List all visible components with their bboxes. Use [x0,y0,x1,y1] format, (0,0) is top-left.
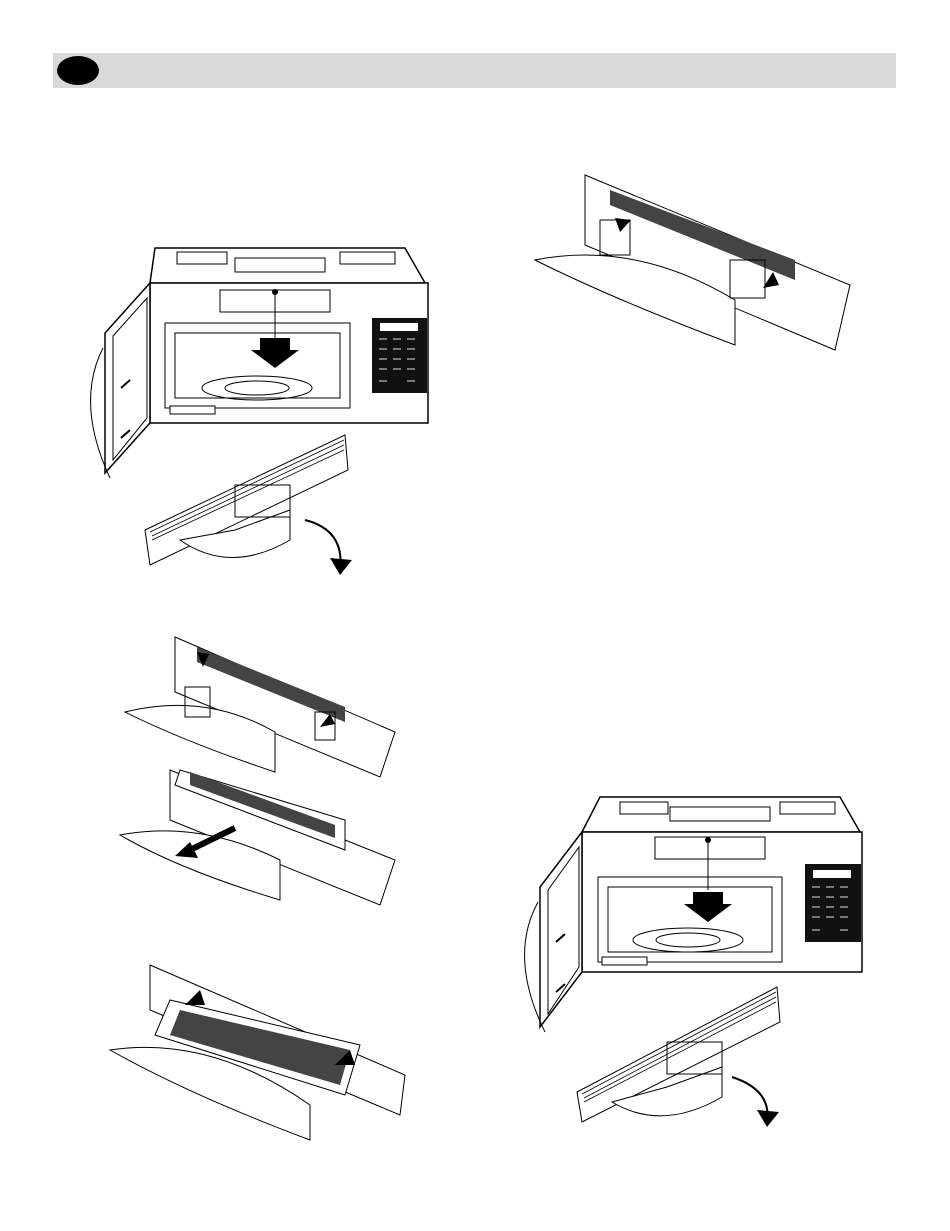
filter-tabs-press-right [535,170,855,355]
vent-grille-open-left [140,430,360,580]
filter-slide-out [120,750,400,915]
vent-grille-open-right [572,982,787,1132]
section-badge [57,56,99,85]
filter-reinsert [110,965,410,1145]
section-header-bar [53,53,896,88]
